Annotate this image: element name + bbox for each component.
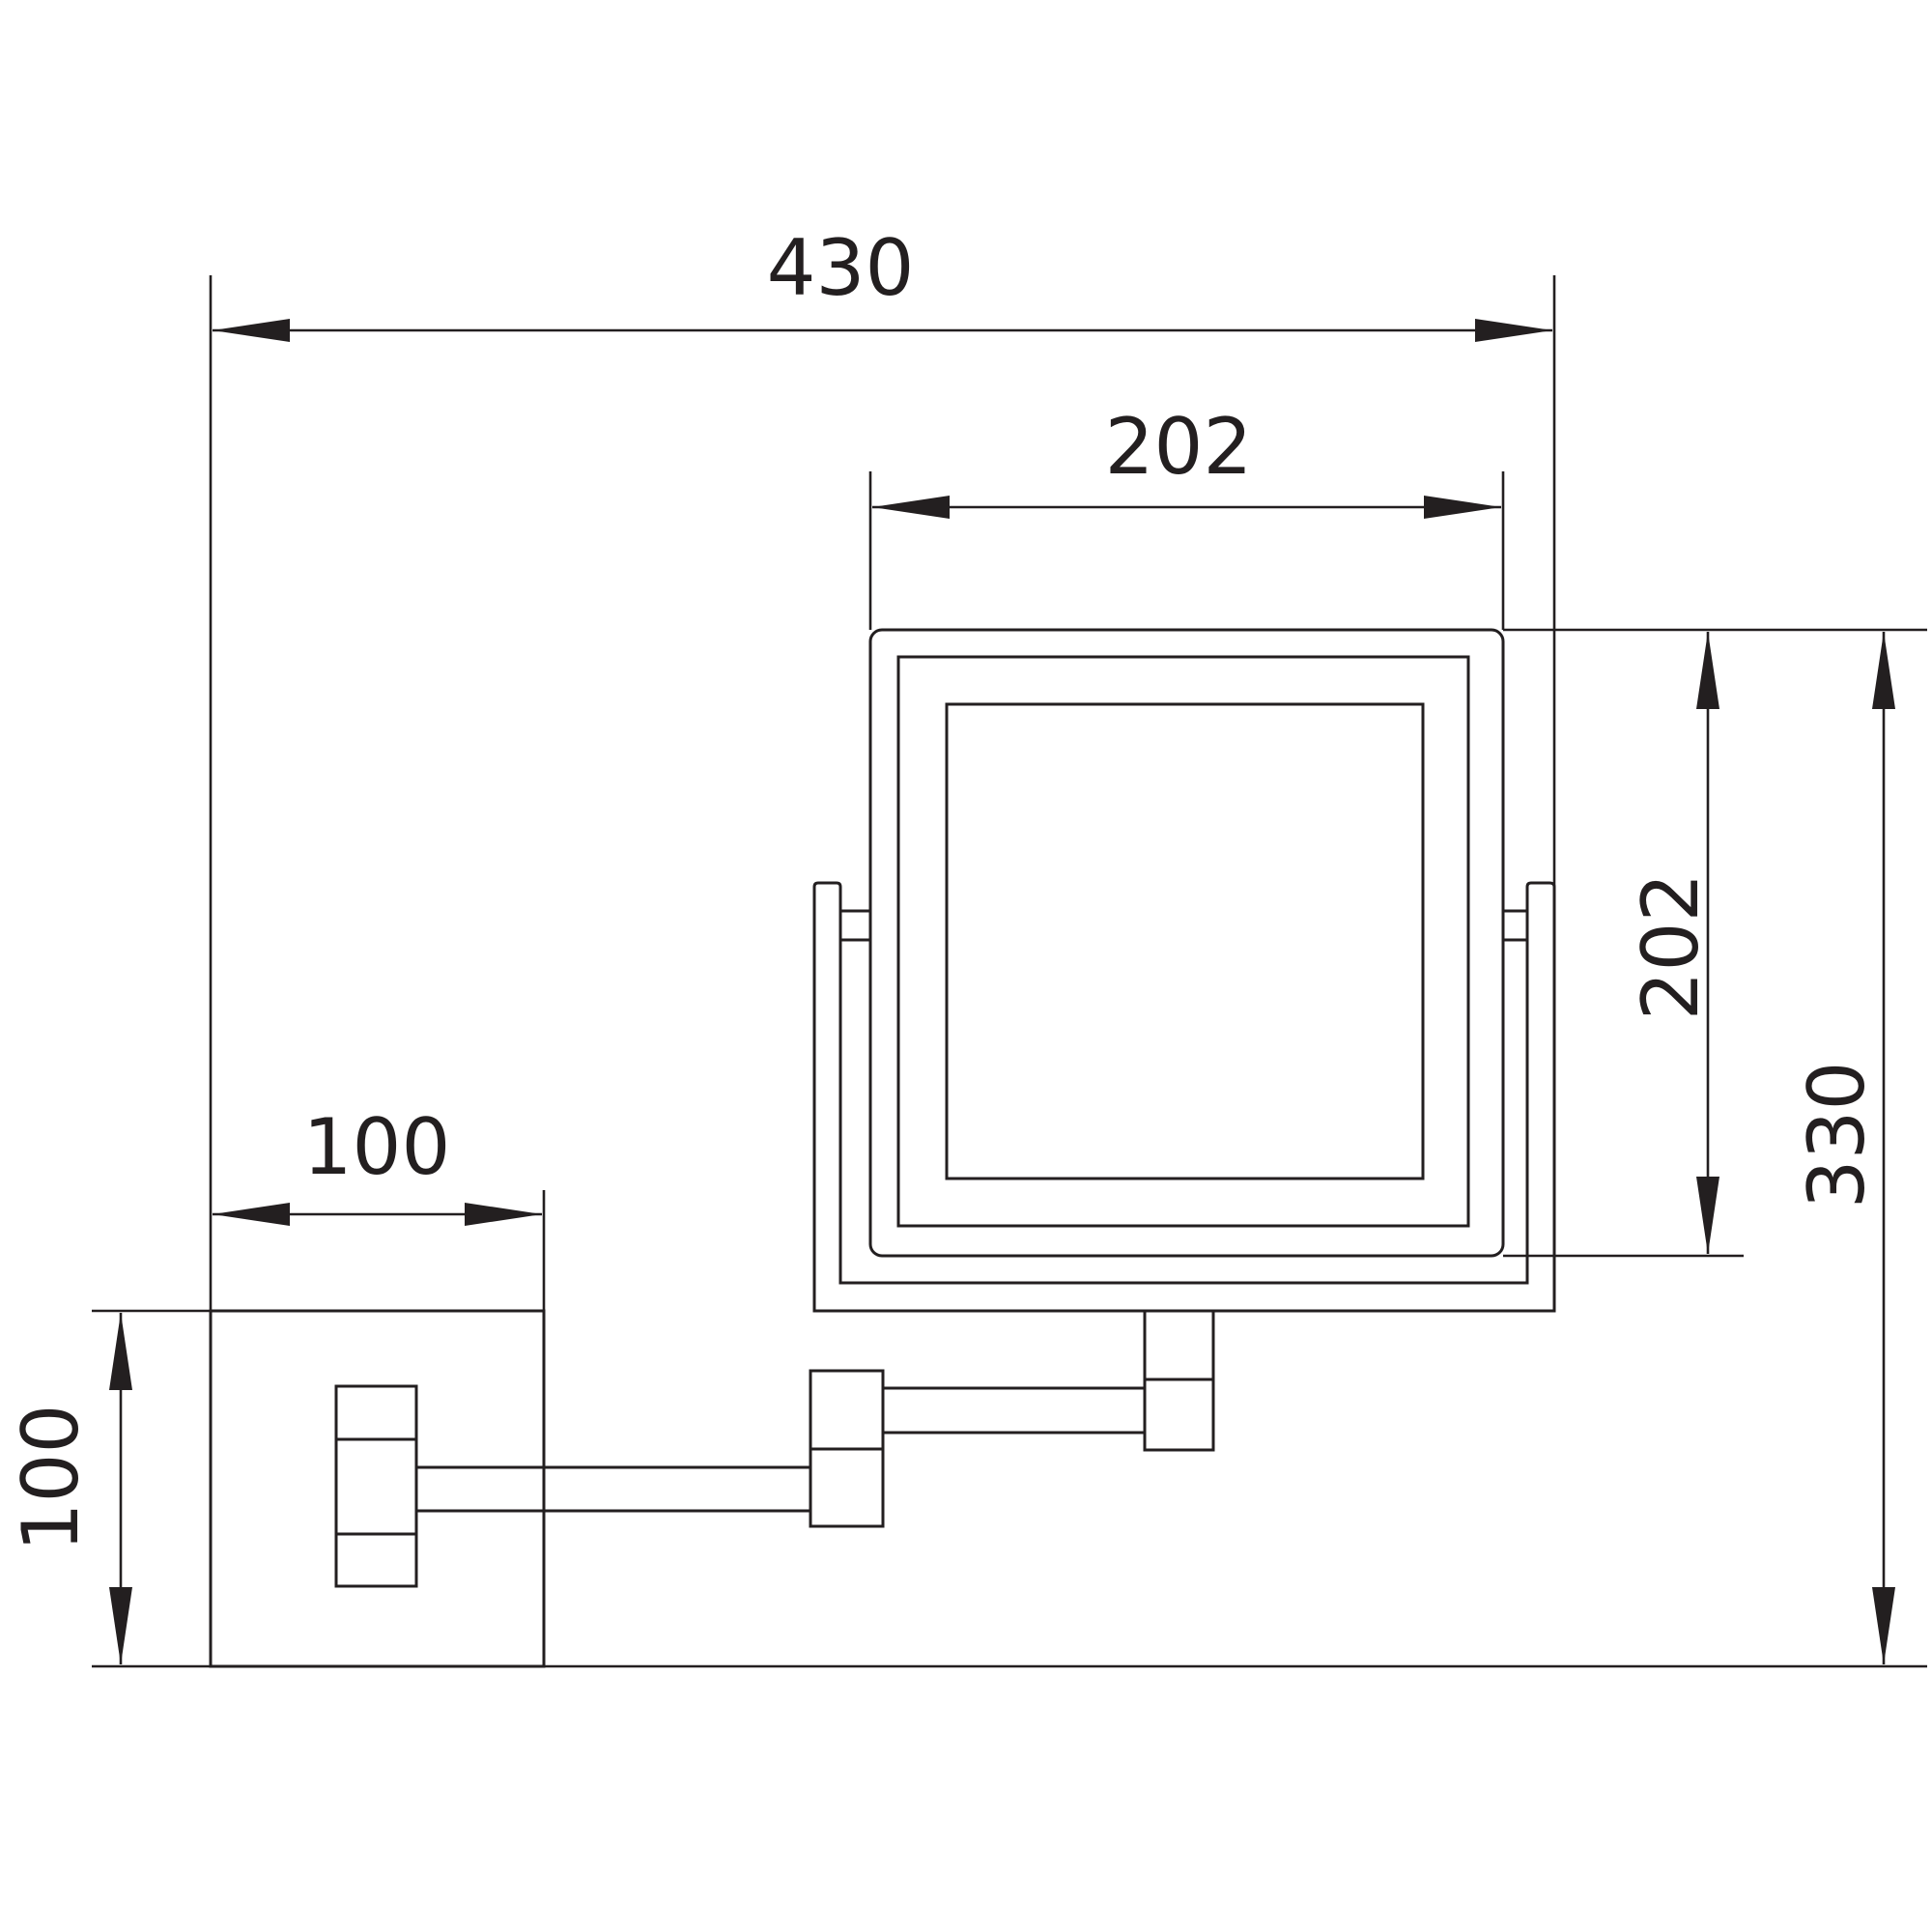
mirror-glass [945, 702, 1425, 1180]
lower-arm [414, 1465, 812, 1513]
dimension-mirror-height: 202 [1626, 632, 1719, 1254]
mirror-width-label: 202 [1105, 402, 1253, 492]
mirror-holder-frame [812, 881, 1556, 1313]
dimension-overall-width: 430 [213, 223, 1552, 342]
wall-plate-height-label: 100 [6, 1405, 96, 1552]
wall-mount-block [334, 1384, 418, 1588]
wall-plate-width-label: 100 [303, 1102, 451, 1192]
dimension-mirror-width: 202 [872, 402, 1501, 519]
left-pivot-pin [838, 909, 872, 942]
swing-arm-assembly [209, 1309, 1215, 1668]
mirror-height-label: 202 [1626, 873, 1716, 1021]
overall-width-label: 430 [767, 223, 915, 313]
mirror-outer-frame [868, 628, 1505, 1258]
upper-arm [881, 1386, 1147, 1435]
overall-height-label: 330 [1792, 1062, 1882, 1209]
dimension-overall-height: 330 [1792, 632, 1895, 1664]
right-pivot-pin [1501, 909, 1529, 942]
wall-plate [209, 1309, 546, 1668]
dimension-wall-plate-width: 100 [213, 1102, 542, 1226]
mirror-assembly [812, 628, 1556, 1313]
mirror-inner-frame [896, 655, 1470, 1228]
dimension-wall-plate-height: 100 [6, 1313, 132, 1664]
